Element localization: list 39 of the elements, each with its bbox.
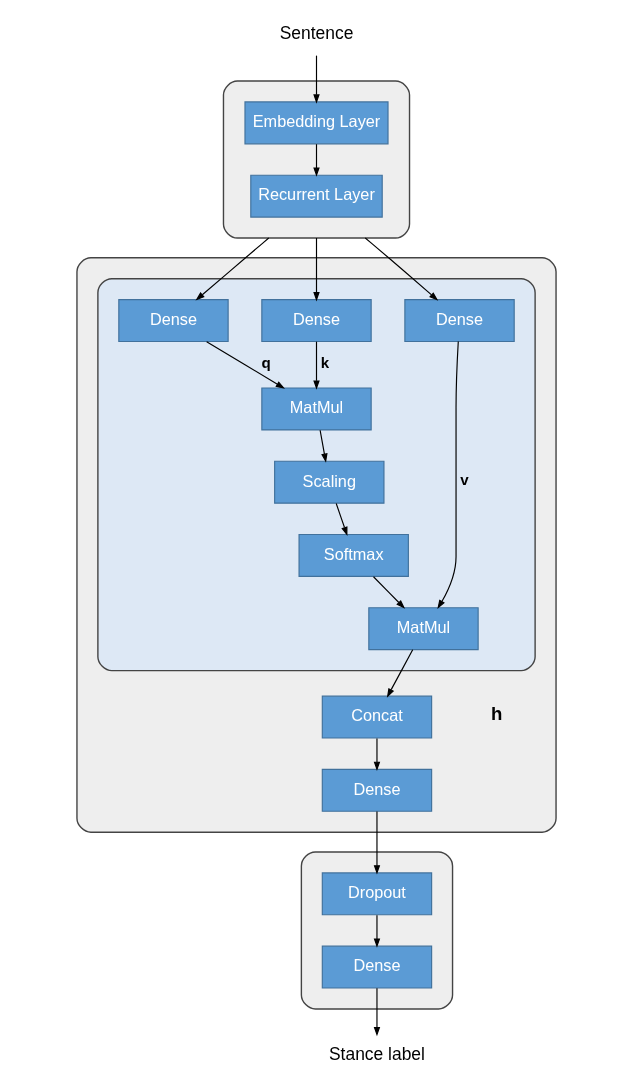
node-box: Dense	[404, 299, 515, 343]
node-box: Dense	[118, 299, 229, 343]
node-box: Dropout	[321, 872, 433, 916]
arrow	[313, 143, 320, 177]
arrow	[373, 914, 381, 948]
arrow	[335, 502, 348, 536]
node-text: Sentence	[279, 22, 354, 43]
arrow	[373, 987, 381, 1037]
arrow	[372, 576, 406, 609]
arrow	[373, 737, 381, 771]
node-box: MatMul	[261, 387, 372, 431]
edge-label: k	[320, 353, 330, 371]
arrow	[386, 649, 414, 698]
node-box: Concat	[321, 695, 433, 739]
arrow	[373, 810, 381, 875]
node-box: Dense	[261, 299, 372, 343]
arrow	[195, 237, 270, 301]
arrow	[319, 429, 328, 463]
arrow	[437, 340, 459, 610]
node-text: Stance label	[328, 1043, 425, 1064]
node-box: Embedding Layer	[244, 101, 389, 145]
node-box: Scaling	[274, 460, 385, 504]
arrow	[313, 237, 320, 302]
label: h	[490, 703, 503, 725]
arrow	[313, 341, 320, 390]
edge-label: q	[261, 353, 271, 371]
node-box: MatMul	[368, 607, 479, 651]
cluster	[76, 257, 557, 833]
cluster	[300, 851, 454, 1010]
cluster	[97, 278, 536, 672]
arrow	[206, 341, 285, 389]
arrow	[313, 55, 320, 104]
node-box: Recurrent Layer	[250, 174, 383, 218]
node-box: Softmax	[298, 533, 409, 577]
node-box: Dense	[321, 768, 433, 812]
edge-label: v	[460, 471, 469, 488]
arrow	[364, 237, 439, 301]
cluster	[222, 80, 411, 239]
node-box: Dense	[321, 945, 433, 989]
